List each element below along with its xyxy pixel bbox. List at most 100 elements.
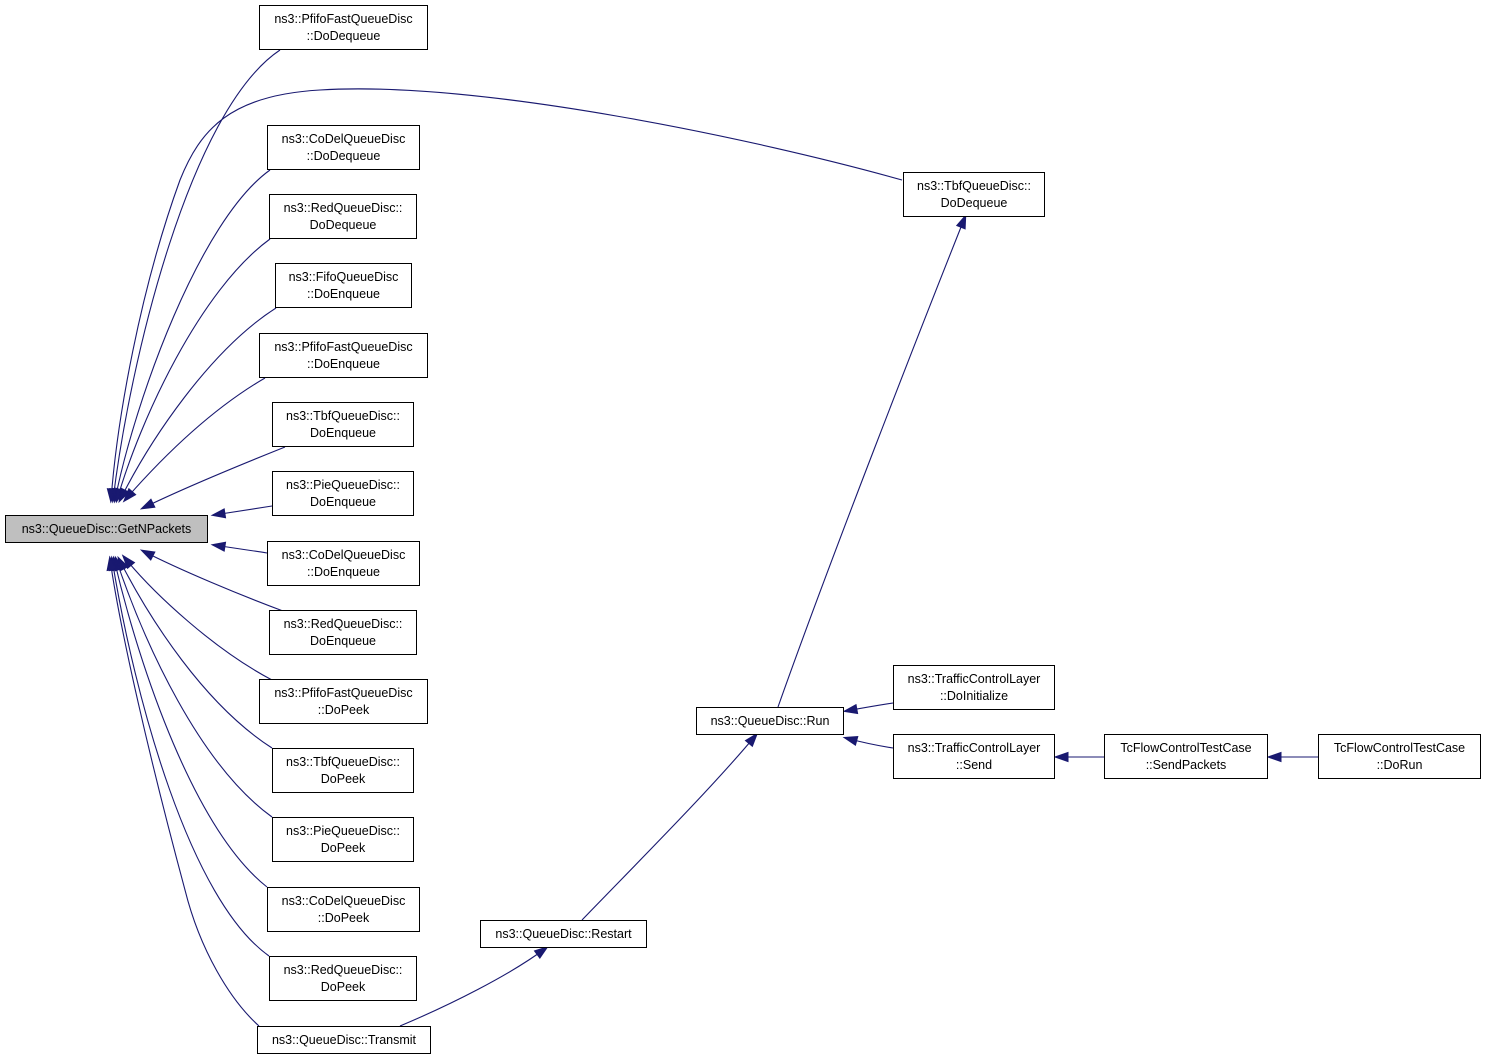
edge-fifo-doenqueue-to-getnpackets <box>118 307 277 504</box>
node-label-line: ns3::RedQueueDisc:: <box>283 200 403 215</box>
node-tbf-doenqueue[interactable]: ns3::TbfQueueDisc::DoEnqueue <box>272 402 414 447</box>
node-label-line: DoPeek <box>320 771 366 786</box>
node-label-line: ns3::PieQueueDisc:: <box>286 823 400 838</box>
node-label-line: ::DoEnqueue <box>307 286 380 301</box>
node-tbf-dopeek[interactable]: ns3::TbfQueueDisc::DoPeek <box>272 748 414 793</box>
node-label-line: DoPeek <box>320 840 366 855</box>
edge-tcl-doinitialize-to-run <box>842 702 894 715</box>
arrowhead <box>210 541 227 552</box>
node-label-line: DoPeek <box>320 979 366 994</box>
node-label-line: ns3::CoDelQueueDisc <box>281 547 406 562</box>
node-label-line: ::DoEnqueue <box>307 564 380 579</box>
arrowhead <box>139 549 156 561</box>
node-label-line: ns3::QueueDisc::Transmit <box>271 1032 417 1047</box>
edge-run-to-tbf-dodequeue <box>777 213 967 708</box>
node-label-line: ::Send <box>955 757 993 772</box>
node-label-line: ns3::PfifoFastQueueDisc <box>274 339 413 354</box>
node-codel-dodequeue[interactable]: ns3::CoDelQueueDisc::DoDequeue <box>267 125 420 170</box>
node-label-line: ::DoDequeue <box>306 28 381 43</box>
node-label-line: DoDequeue <box>309 217 377 232</box>
node-tc-sendpackets[interactable]: TcFlowControlTestCase::SendPackets <box>1104 734 1268 779</box>
edge-transmit-to-getnpackets <box>106 555 260 1027</box>
edge-tc-sendpackets-to-tcl-send <box>1053 751 1104 763</box>
edge-red-dopeek-to-getnpackets <box>108 555 270 957</box>
node-tcl-doinitialize[interactable]: ns3::TrafficControlLayer::DoInitialize <box>893 665 1055 710</box>
node-red-doenqueue[interactable]: ns3::RedQueueDisc::DoEnqueue <box>269 610 417 655</box>
node-restart[interactable]: ns3::QueueDisc::Restart <box>480 920 647 948</box>
node-pie-dopeek[interactable]: ns3::PieQueueDisc::DoPeek <box>272 817 414 862</box>
node-label-line: DoEnqueue <box>309 425 377 440</box>
node-label-line: ::DoPeek <box>317 910 370 925</box>
arrowhead <box>744 732 759 748</box>
edge-tcl-send-to-run <box>842 735 894 749</box>
node-label-line: TcFlowControlTestCase <box>1120 740 1252 755</box>
edge-pfifo-dodequeue-to-getnpackets <box>109 49 281 504</box>
node-label-line: ::DoRun <box>1376 757 1423 772</box>
arrowhead <box>122 487 137 503</box>
node-label-line: DoEnqueue <box>309 494 377 509</box>
arrowhead <box>121 554 136 570</box>
node-tcl-send[interactable]: ns3::TrafficControlLayer::Send <box>893 734 1055 779</box>
edge-restart-to-run <box>581 732 759 921</box>
node-pfifo-dodequeue[interactable]: ns3::PfifoFastQueueDisc::DoDequeue <box>259 5 428 50</box>
node-pfifo-doenqueue[interactable]: ns3::PfifoFastQueueDisc::DoEnqueue <box>259 333 428 378</box>
node-label-line: ns3::FifoQueueDisc <box>288 269 399 284</box>
arrowhead <box>533 945 549 960</box>
node-red-dodequeue[interactable]: ns3::RedQueueDisc::DoDequeue <box>269 194 417 239</box>
arrowhead <box>1053 751 1069 763</box>
node-label-line: ns3::PfifoFastQueueDisc <box>274 11 413 26</box>
edge-tbf-dodequeue-to-getnpackets <box>106 88 903 504</box>
node-label-line: ns3::CoDelQueueDisc <box>281 893 406 908</box>
edge-codel-dopeek-to-getnpackets <box>111 555 268 888</box>
arrowhead <box>1266 751 1282 763</box>
node-label-line: DoDequeue <box>940 195 1008 210</box>
arrowhead <box>106 555 117 572</box>
node-label-line: ns3::PieQueueDisc:: <box>286 477 400 492</box>
node-label-line: ns3::RedQueueDisc:: <box>283 962 403 977</box>
arrowhead <box>139 498 156 510</box>
node-label-line: ns3::TrafficControlLayer <box>907 671 1041 686</box>
edge-tbf-dopeek-to-getnpackets <box>117 555 273 749</box>
node-run[interactable]: ns3::QueueDisc::Run <box>696 707 844 735</box>
node-label-line: ::SendPackets <box>1145 757 1227 772</box>
node-label-line: ns3::QueueDisc::GetNPackets <box>21 521 192 536</box>
node-label-line: ns3::PfifoFastQueueDisc <box>274 685 413 700</box>
arrowhead <box>210 508 227 519</box>
node-label-line: ns3::TrafficControlLayer <box>907 740 1041 755</box>
node-fifo-doenqueue[interactable]: ns3::FifoQueueDisc::DoEnqueue <box>275 263 412 308</box>
node-label-line: ns3::TbfQueueDisc:: <box>286 754 400 769</box>
node-label-line: ::DoEnqueue <box>307 356 380 371</box>
node-red-dopeek[interactable]: ns3::RedQueueDisc::DoPeek <box>269 956 417 1001</box>
arrowhead <box>842 735 859 747</box>
edge-red-doenqueue-to-getnpackets <box>139 549 284 612</box>
edge-codel-doenqueue-to-getnpackets <box>210 541 268 554</box>
arrowhead <box>118 487 130 504</box>
node-codel-dopeek[interactable]: ns3::CoDelQueueDisc::DoPeek <box>267 887 420 932</box>
edge-pie-doenqueue-to-getnpackets <box>210 505 273 519</box>
node-label-line: DoEnqueue <box>309 633 377 648</box>
edge-pfifo-doenqueue-to-getnpackets <box>122 377 266 503</box>
node-codel-doenqueue[interactable]: ns3::CoDelQueueDisc::DoEnqueue <box>267 541 420 586</box>
node-label-line: ns3::TbfQueueDisc:: <box>286 408 400 423</box>
node-label-line: ns3::CoDelQueueDisc <box>281 131 406 146</box>
node-label-line: ::DoPeek <box>317 702 370 717</box>
edge-tbf-doenqueue-to-getnpackets <box>139 446 286 510</box>
node-label-line: ns3::QueueDisc::Restart <box>495 926 632 941</box>
arrowhead <box>955 213 967 230</box>
node-label-line: ns3::RedQueueDisc:: <box>283 616 403 631</box>
edge-tc-dorun-to-tc-sendpackets <box>1266 751 1318 763</box>
node-transmit[interactable]: ns3::QueueDisc::Transmit <box>257 1026 431 1054</box>
edge-transmit-to-restart <box>399 945 549 1027</box>
node-pfifo-dopeek[interactable]: ns3::PfifoFastQueueDisc::DoPeek <box>259 679 428 724</box>
node-label-line: ::DoDequeue <box>306 148 381 163</box>
node-label-line: TcFlowControlTestCase <box>1333 740 1466 755</box>
node-pie-doenqueue[interactable]: ns3::PieQueueDisc::DoEnqueue <box>272 471 414 516</box>
node-label-line: ns3::QueueDisc::Run <box>710 713 830 728</box>
edge-pfifo-dopeek-to-getnpackets <box>121 554 273 681</box>
node-label-line: ns3::TbfQueueDisc:: <box>917 178 1031 193</box>
node-tc-dorun[interactable]: TcFlowControlTestCase::DoRun <box>1318 734 1481 779</box>
node-getnpackets[interactable]: ns3::QueueDisc::GetNPackets <box>5 515 208 543</box>
node-label-line: ::DoInitialize <box>939 688 1009 703</box>
node-tbf-dodequeue[interactable]: ns3::TbfQueueDisc::DoDequeue <box>903 172 1045 217</box>
